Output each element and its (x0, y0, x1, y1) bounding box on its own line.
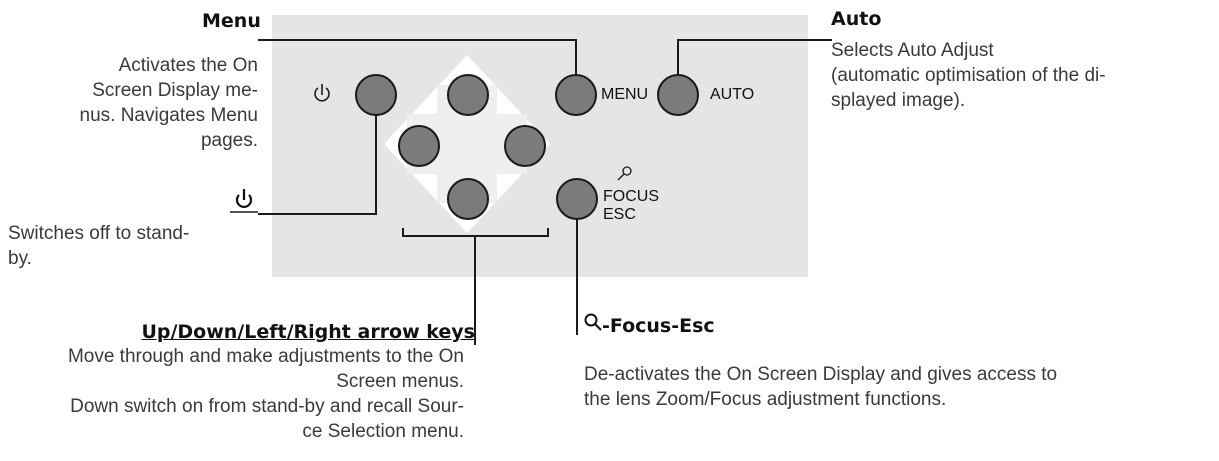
magnifier-icon (617, 166, 632, 181)
focus-button-label: FOCUS (603, 188, 659, 205)
power-callout-description: Switches off to stand- by. (8, 223, 190, 269)
auto-button-label: AUTO (710, 86, 755, 103)
right-arrow-key[interactable] (504, 125, 546, 167)
focus-esc-button[interactable] (556, 178, 598, 220)
auto-leader-line (677, 39, 832, 75)
power-title-icon (235, 189, 253, 208)
menu-leader-line (258, 39, 577, 75)
power-icon (314, 84, 330, 102)
menu-callout-title: Menu (202, 10, 261, 32)
arrow-keys-description-clip: Move through and make adjustments to the… (0, 344, 476, 461)
menu-button[interactable] (555, 74, 597, 116)
auto-button[interactable] (657, 74, 699, 116)
menu-callout-description: Activates the On Screen Display me- nus.… (79, 55, 259, 151)
power-leader-line (258, 115, 377, 215)
left-arrow-key[interactable] (398, 125, 440, 167)
auto-callout-title: Auto (831, 8, 882, 30)
arrow-keys-callout-title: Up/Down/Left/Right arrow keys (141, 321, 475, 343)
focus-title-magnifier-icon (584, 313, 602, 331)
down-arrow-key[interactable] (447, 178, 489, 220)
esc-button-label: ESC (603, 206, 636, 223)
focus-esc-callout-title: -Focus-Esc (602, 315, 715, 337)
arrow-keypad-diamond (384, 55, 550, 233)
power-button[interactable] (355, 74, 397, 116)
up-arrow-key[interactable] (447, 74, 489, 116)
menu-button-label: MENU (601, 86, 649, 103)
auto-callout-description: Selects Auto Adjust (automatic optimisat… (831, 40, 1106, 111)
arrow-keys-callout-description: Move through and make adjustments to the… (67, 346, 464, 442)
focus-esc-callout-description: De-activates the On Screen Display and g… (584, 364, 1058, 410)
